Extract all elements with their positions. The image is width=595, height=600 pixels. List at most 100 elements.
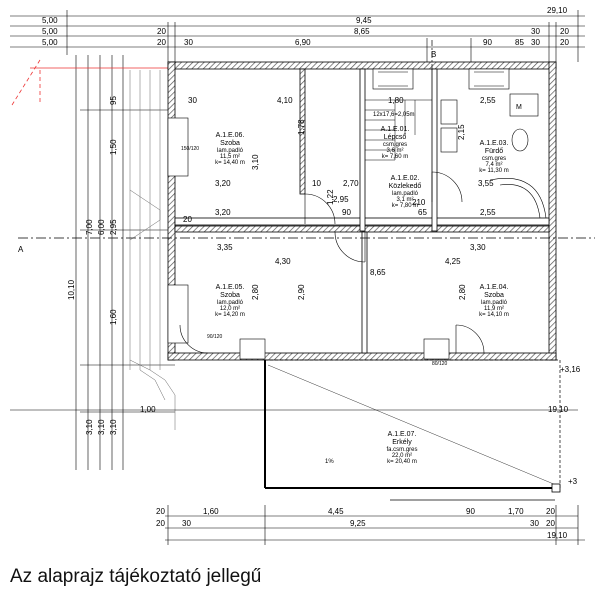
dim-335: 3,35 <box>217 243 233 252</box>
room-area: 7,4 m² <box>485 162 502 168</box>
dim-bottom-20d: 20 <box>546 519 555 528</box>
window-size-80: 80/120 <box>432 361 448 367</box>
dim-330: 3,30 <box>470 243 486 252</box>
room-perimeter: k= 20,40 m <box>387 459 417 465</box>
dim-30-r3: 30 <box>531 27 540 36</box>
dim-945: 9,45 <box>356 16 372 25</box>
dim-295: 2,95 <box>109 219 118 235</box>
dim-280-a: 2,80 <box>251 284 260 300</box>
dim-bottom-1910: 19,10 <box>547 531 568 540</box>
dim-30-r4b: 30 <box>531 38 540 47</box>
room-a1e07: A.1.E.07. Erkély fa.csm.gres 22,0 m² k= … <box>386 431 417 465</box>
dim-310-a: 3,10 <box>85 419 94 435</box>
room-a1e05: A.1.E.05. Szoba lam.padló 12,0 m² k= 14,… <box>215 284 245 318</box>
room-perimeter: k= 14,20 m <box>215 312 245 318</box>
dim-10-int: 10 <box>312 179 321 188</box>
dim-690: 6,90 <box>295 38 311 47</box>
dim-355: 3,55 <box>478 179 494 188</box>
room-floor: lam.padló <box>217 300 244 306</box>
room-name: Lépcső <box>384 134 407 141</box>
dim-178: 1,78 <box>297 119 306 135</box>
room-a1e06: A.1.E.06. Szoba lam.padló 11,5 m² k= 14,… <box>215 132 245 166</box>
reference-lines <box>11 59 41 106</box>
dim-20-int: 20 <box>183 215 192 224</box>
dim-865-int: 8,65 <box>370 268 386 277</box>
room-a1e04: A.1.E.04. Szoba lam.padló 11,9 m² k= 14,… <box>479 284 509 318</box>
dim-430: 4,30 <box>275 257 291 266</box>
dim-20-r3b: 20 <box>560 27 569 36</box>
dim-1010: 10,10 <box>67 279 76 300</box>
room-a1e01: A.1.E.01. Lépcső csm.gres 3,6 m² k= 7,60… <box>381 126 410 160</box>
dim-bottom-30b: 30 <box>530 519 539 528</box>
dim-20-r3a: 20 <box>157 27 166 36</box>
room-id: A.1.E.03. <box>480 140 509 147</box>
bathroom-fixtures <box>440 93 547 219</box>
dim-500-r4: 5,00 <box>42 38 58 47</box>
dim-85: 85 <box>515 38 524 47</box>
section-marker: A <box>18 245 24 254</box>
stair-steps <box>365 99 432 161</box>
room-name: Erkély <box>392 439 412 446</box>
room-floor: lam.padló <box>392 191 419 197</box>
dim-30-int: 30 <box>188 96 197 105</box>
balcony-outline <box>264 359 561 501</box>
doors <box>179 171 485 354</box>
dim-65: 65 <box>418 208 427 217</box>
dim-255-a: 2,55 <box>480 96 496 105</box>
room-area: 12,0 m² <box>220 306 240 312</box>
dim-bottom-20a: 20 <box>156 507 165 516</box>
dim-215: 2,15 <box>457 124 466 140</box>
room-floor: csm.gres <box>383 142 407 148</box>
dim-295-int: 2,95 <box>333 195 349 204</box>
window-size-90: 90/120 <box>207 334 223 340</box>
dim-1910-mid: 19,10 <box>548 405 569 414</box>
room-area: 3,1 m² <box>396 197 413 203</box>
dim-500-r3: 5,00 <box>42 27 58 36</box>
room-perimeter: k= 14,10 m <box>479 312 509 318</box>
room-area: 11,9 m² <box>484 306 504 312</box>
dim-150: 1,50 <box>109 139 118 155</box>
dim-600: 6,00 <box>97 219 106 235</box>
room-perimeter: k= 7,60 m <box>382 154 409 160</box>
dim-500-r2: 5,00 <box>42 16 58 25</box>
dim-280-b: 2,80 <box>458 284 467 300</box>
room-id: A.1.E.01. <box>381 126 410 133</box>
top-dimension-lines <box>10 10 585 62</box>
bottom-dimension-lines <box>10 409 585 545</box>
room-floor: csm.gres <box>482 156 506 162</box>
stair-label: 12x17,6=2,05m <box>373 112 415 118</box>
outer-walls <box>167 61 557 361</box>
caption: Az alaprajz tájékoztató jellegű <box>10 566 262 587</box>
level-316: +3,16 <box>560 365 581 374</box>
dim-210: 210 <box>412 198 426 207</box>
dim-total-top: 29,10 <box>547 6 568 15</box>
room-area: 11,5 m² <box>220 154 240 160</box>
dim-bottom-20b: 20 <box>546 507 555 516</box>
dim-310-v: 3,10 <box>251 154 260 170</box>
dim-425: 4,25 <box>445 257 461 266</box>
floor-plan-drawing: 29,10 5,00 9,45 5,00 20 8,65 30 20 5,00 … <box>10 6 595 545</box>
room-name: Fürdő <box>485 148 503 155</box>
dim-20-r4a: 20 <box>157 38 166 47</box>
room-name: Szoba <box>484 292 504 299</box>
dim-30-r4a: 30 <box>184 38 193 47</box>
dim-320-b: 3,20 <box>215 208 231 217</box>
left-dimension-lines <box>75 55 175 470</box>
room-perimeter: k= 11,30 m <box>479 168 508 174</box>
dim-270: 2,70 <box>343 179 359 188</box>
dim-410: 4,10 <box>277 96 293 105</box>
dim-100: 1,00 <box>140 405 156 414</box>
dim-180: 1,80 <box>388 96 404 105</box>
room-id: A.1.E.05. <box>216 284 245 291</box>
facade-lines <box>129 70 176 430</box>
dim-bottom-30a: 30 <box>182 519 191 528</box>
room-id: A.1.E.06. <box>216 132 245 139</box>
room-name: Szoba <box>220 140 240 147</box>
dim-bottom-160: 1,60 <box>203 507 219 516</box>
dim-90-top: 90 <box>483 38 492 47</box>
room-area: 3,6 m² <box>386 148 403 154</box>
room-floor: fa.csm.gres <box>386 447 417 453</box>
room-id: A.1.E.04. <box>480 284 509 291</box>
level-3: +3 <box>568 477 578 486</box>
washer-label: M <box>516 104 522 111</box>
